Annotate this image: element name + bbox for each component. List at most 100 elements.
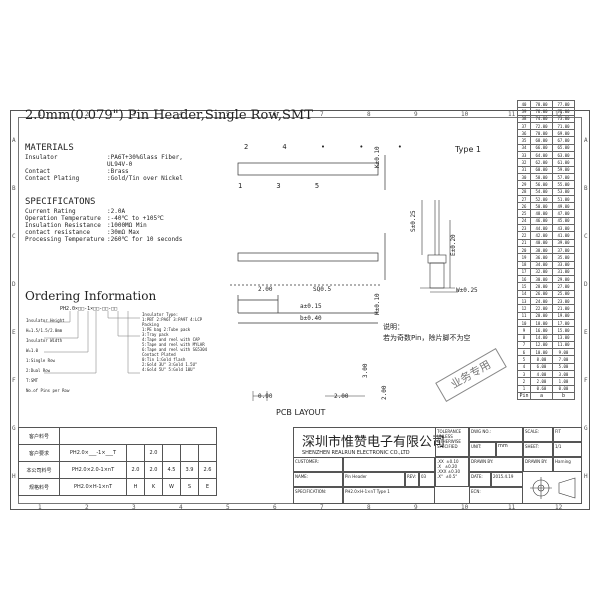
spec-key: Insulation Resistance bbox=[25, 222, 101, 229]
spec-key: Current Rating bbox=[25, 208, 76, 215]
dim-table-cell: 29.00 bbox=[552, 275, 575, 284]
ordering-note: T:SMT bbox=[26, 378, 39, 383]
ruler-mark-right: C bbox=[584, 233, 588, 240]
customer-table-cell: H bbox=[126, 478, 145, 496]
customer-table-cell: 客户料号 bbox=[18, 427, 60, 445]
spec-value: :2.0A bbox=[107, 208, 126, 215]
ordering-note: 2:Gold 3U" 3:Gold 1.5U" bbox=[142, 362, 198, 367]
dim-table-cell: 55.00 bbox=[552, 180, 575, 189]
drawing-frame bbox=[10, 110, 590, 510]
side-profile-view bbox=[420, 200, 458, 293]
dim-table-cell: 33.00 bbox=[552, 260, 575, 269]
dim-table-cell: 32 bbox=[517, 158, 531, 167]
customer-table-cell: 规格料号 bbox=[18, 478, 60, 496]
ruler-mark-top: 9 bbox=[414, 111, 418, 118]
dim-table-cell: 1.00 bbox=[552, 377, 575, 386]
spec-row: Current Rating :2.0A bbox=[25, 208, 235, 215]
dim-table-cell: 41.00 bbox=[552, 231, 575, 240]
spec-key: Insulator bbox=[25, 154, 58, 161]
dim-table-cell: 66.00 bbox=[530, 143, 553, 153]
ruler-mark-top: 5 bbox=[226, 111, 230, 118]
customer-table-cell: 2.0 bbox=[144, 444, 163, 462]
dim-table-cell: 30.00 bbox=[530, 275, 553, 284]
dim-table-cell: 5.00 bbox=[552, 362, 575, 372]
dim-table-cell: 9 bbox=[517, 326, 531, 335]
ecn-label: ECN: bbox=[469, 487, 523, 504]
dim-s: S±0.25 bbox=[410, 210, 417, 232]
ruler-mark-right: G bbox=[584, 425, 588, 432]
dim-table-cell: 6.00 bbox=[530, 362, 553, 372]
dim-sq: SQ0.5 bbox=[313, 286, 332, 293]
spec-row: Operation Temperature:-40℃ to +105℃ bbox=[25, 215, 235, 222]
dim-table-cell: 64.00 bbox=[530, 151, 553, 160]
ruler-mark-top: 1 bbox=[38, 111, 42, 118]
dim-table-cell: 0.60 bbox=[530, 384, 553, 393]
ruler-mark-left: C bbox=[12, 233, 16, 240]
ordering-note: 4:Tape and reel with CAP bbox=[142, 337, 200, 342]
type1-isometric bbox=[395, 155, 515, 205]
dim-table-cell: 23 bbox=[517, 224, 531, 233]
dim-table-cell: 60.00 bbox=[530, 165, 553, 174]
ordering-note: 1:Single Row bbox=[26, 358, 55, 363]
ruler-mark-bottom: 11 bbox=[508, 504, 516, 511]
ruler-mark-top: 8 bbox=[367, 111, 371, 118]
dim-table-cell: 8 bbox=[517, 333, 531, 342]
spec-value: :260℃ for 10 seconds bbox=[107, 236, 183, 243]
dim-table-cell: 17 bbox=[517, 267, 531, 277]
dim-table-cell: 44.00 bbox=[530, 224, 553, 233]
dim-table-cell: 54.00 bbox=[530, 187, 553, 196]
customer-table-cell: K bbox=[144, 478, 163, 496]
pin-labels-top: 2 4 • • • bbox=[244, 143, 417, 151]
dim-table-cell: 16 bbox=[517, 275, 531, 284]
dim-table-cell: 14.00 bbox=[530, 333, 553, 342]
dim-table-cell: 16.00 bbox=[530, 326, 553, 335]
customer-table-cell: W bbox=[162, 478, 181, 496]
dim-table-cell: 28.00 bbox=[530, 282, 553, 291]
dim-table-cell: 27.00 bbox=[552, 282, 575, 291]
dim-table-cell: 48.00 bbox=[530, 209, 553, 218]
dim-table-cell: 3.00 bbox=[552, 369, 575, 379]
ruler-mark-left: F bbox=[12, 377, 16, 384]
dim-table-header-cell: a bbox=[530, 391, 553, 401]
dim-table-cell: 18 bbox=[517, 260, 531, 269]
spec-row: Insulator:PA6T+30%Glass Fiber, bbox=[25, 154, 225, 161]
name-value: Pin Header bbox=[343, 472, 405, 487]
dim-table-cell: 7 bbox=[517, 340, 531, 350]
dim-table-cell: 39 bbox=[517, 107, 531, 116]
customer-table-cell: E bbox=[198, 478, 217, 496]
pcb-layout-label: PCB LAYOUT bbox=[276, 408, 326, 417]
ordering-note: Packing bbox=[142, 322, 159, 327]
customer-table-cell bbox=[180, 444, 199, 462]
dim-table-cell: 73.00 bbox=[552, 114, 575, 123]
ruler-mark-bottom: 9 bbox=[414, 504, 418, 511]
dim-table-cell: 2 bbox=[517, 377, 531, 386]
dim-e: E±0.20 bbox=[450, 234, 457, 256]
dim-table-cell: 34 bbox=[517, 143, 531, 153]
dim-table-cell: 21.00 bbox=[552, 304, 575, 313]
dim-table-cell: 34.00 bbox=[530, 260, 553, 269]
ruler-mark-right: E bbox=[584, 329, 588, 336]
dim-table-cell: 59.00 bbox=[552, 165, 575, 174]
pcb-dim-1: 0.90 bbox=[258, 393, 273, 400]
dim-table-cell: 25 bbox=[517, 209, 531, 218]
dim-table-cell: 33 bbox=[517, 151, 531, 160]
dim-table-cell: 68.00 bbox=[530, 136, 553, 145]
customer-table-cell: 客户要求 bbox=[18, 444, 60, 462]
dim-table-cell: 9.00 bbox=[552, 348, 575, 357]
company-name-cn: 深圳市惟赞电子有限公司 bbox=[302, 435, 446, 450]
dim-table-header-cell: Pin bbox=[517, 391, 531, 401]
